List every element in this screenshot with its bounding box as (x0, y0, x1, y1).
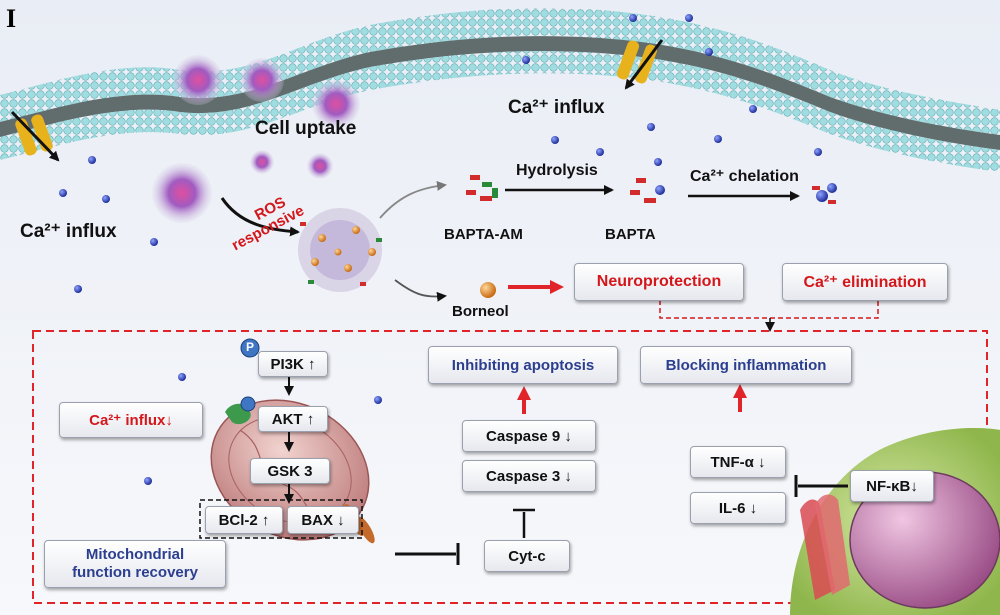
arrow-to-bapta-am (379, 180, 447, 219)
bcl2-box: BCl-2 ↑ (205, 506, 283, 534)
chelated-complex (812, 183, 837, 204)
ca-channel-left (10, 110, 60, 162)
caspase9-box: Caspase 9 ↓ (462, 420, 596, 452)
ca-influx-right-label: Ca²⁺ influx (508, 97, 605, 118)
arrow-to-borneol (394, 279, 447, 302)
phospho-badge-pi3k (240, 338, 260, 358)
il6-box: IL-6 ↓ (690, 492, 786, 524)
bapta-am-label: BAPTA-AM (444, 226, 523, 243)
ca-influx-left-label: Ca²⁺ influx (20, 221, 117, 242)
borneol-sphere (480, 282, 496, 298)
panel-label: I (6, 4, 17, 33)
mito-recovery-box: Mitochondrial function recovery (44, 540, 226, 588)
membrane-tails (0, 36, 1000, 151)
pathway-panel (32, 330, 988, 604)
calcium-ions (59, 14, 822, 485)
membrane-outer (0, 8, 1000, 135)
hydrolysis-label: Hydrolysis (516, 162, 598, 179)
membrane-inner (0, 51, 1000, 173)
ca-elimination-box: Ca²⁺ elimination (782, 263, 948, 301)
mito-line1: Mitochondrial (85, 546, 185, 563)
mito-line2: function recovery (72, 564, 198, 581)
bcl2-bax-group (199, 499, 363, 539)
ca-channel-right (616, 39, 664, 90)
bapta-am-molecule (466, 175, 498, 201)
akt-box: AKT ↑ (258, 406, 328, 432)
tnf-box: TNF-α ↓ (690, 446, 786, 478)
p-badge-label: P (245, 340, 254, 354)
bapta-molecule (630, 178, 665, 203)
akt-protein (225, 396, 256, 425)
pi3k-box: PI3K ↑ (258, 351, 328, 377)
bax-box: BAX ↓ (287, 506, 359, 534)
disassembled-nanoparticle (298, 208, 382, 292)
borneol-label: Borneol (452, 303, 509, 320)
nanoparticles-uptake (152, 55, 360, 223)
ca-chelation-label: Ca²⁺ chelation (690, 168, 799, 185)
cytc-box: Cyt-c (484, 540, 570, 572)
inhibiting-apoptosis-box: Inhibiting apoptosis (428, 346, 618, 384)
ros-arrow (220, 197, 300, 237)
neuroprotection-box: Neuroprotection (574, 263, 744, 301)
blocking-inflammation-box: Blocking inflammation (640, 346, 852, 384)
cell-illustration (790, 428, 1000, 615)
ca-influx-down-box: Ca²⁺ influx↓ (59, 402, 203, 438)
cell-uptake-label: Cell uptake (255, 118, 357, 139)
nfkb-box: NF-κB↓ (850, 470, 934, 502)
gsk3-box: GSK 3 (250, 458, 330, 484)
caspase3-box: Caspase 3 ↓ (462, 460, 596, 492)
connector-dashed (659, 300, 879, 319)
bapta-label: BAPTA (605, 226, 656, 243)
